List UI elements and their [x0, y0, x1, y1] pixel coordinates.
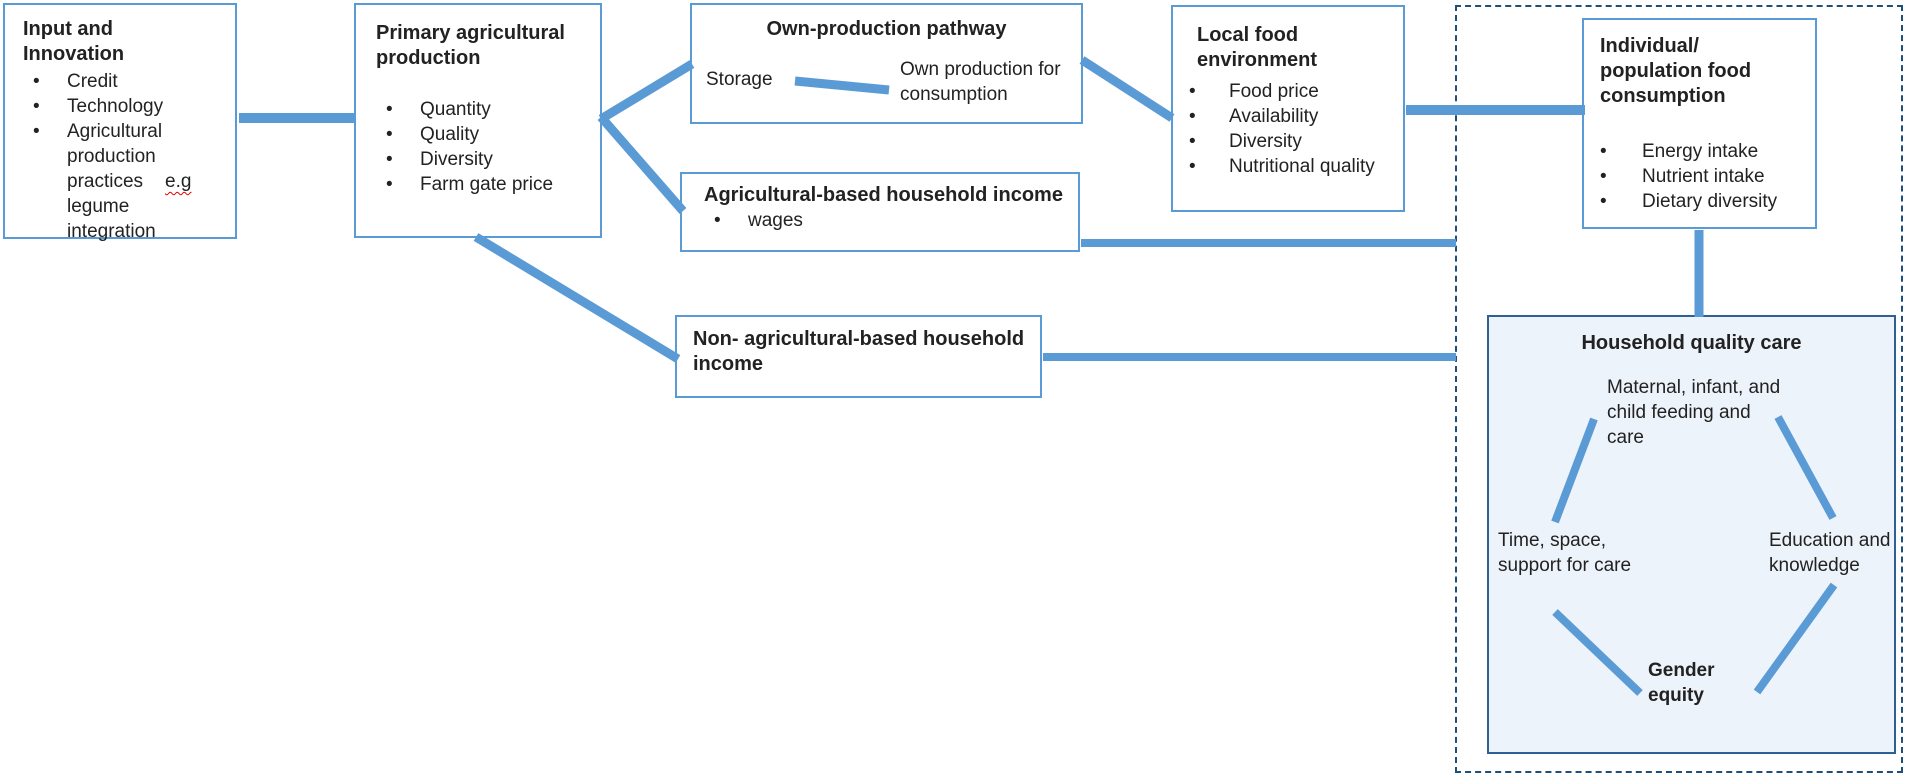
list-item: Nutritional quality — [1187, 154, 1395, 179]
individual-consumption-list: Energy intake Nutrient intake Dietary di… — [1600, 139, 1805, 214]
box-non-agricultural-income-title: Non- agricultural-based household income — [693, 328, 1025, 375]
box-input-innovation: Input and Innovation Credit Technology A… — [3, 3, 237, 242]
box-agricultural-income-title: Agricultural-based household income — [704, 184, 1063, 206]
list-item: Availability — [1187, 104, 1395, 129]
connector-primary-to-own-production — [598, 60, 695, 123]
list-item: Credit — [23, 69, 215, 94]
list-item: Diversity — [1187, 129, 1395, 154]
box-local-food-title: Local food environment — [1197, 24, 1318, 71]
list-item: Technology — [23, 94, 215, 119]
list-item: Farm gate price — [376, 172, 586, 197]
box-individual-title: Individual/ population food consumption — [1600, 35, 1752, 107]
box-local-food-environment: Local food environment Food price Availa… — [1171, 5, 1405, 212]
box-primary-agricultural-production: Primary agricultural production Quantity… — [354, 3, 602, 238]
list-item: Quantity — [376, 97, 586, 122]
dashed-boundary-region — [1455, 5, 1903, 773]
spellchecked-eg-text: e.g — [165, 171, 192, 192]
list-item: Energy intake — [1600, 139, 1805, 164]
list-item: wages — [704, 208, 1064, 233]
practices-tail-text: legume integration — [67, 196, 156, 242]
list-item: Food price — [1187, 79, 1395, 104]
box-individual-food-consumption: Individual/ population food consumption … — [1582, 18, 1817, 229]
primary-production-list: Quantity Quality Diversity Farm gate pri… — [376, 97, 586, 197]
box-agricultural-income: Agricultural-based household income wage… — [680, 172, 1080, 252]
own-consumption-label: Own production for consumption — [900, 59, 1061, 105]
box-primary-title: Primary agricultural production — [376, 22, 565, 69]
box-own-production-title: Own-production pathway — [766, 18, 1007, 40]
list-item: Nutrient intake — [1600, 164, 1805, 189]
care-node-gender-equity: Gender equity — [1648, 660, 1715, 706]
box-input-innovation-title: Input and Innovation — [23, 18, 125, 65]
box-household-care-title: Household quality care — [1581, 332, 1802, 354]
list-item: Quality — [376, 122, 586, 147]
care-node-education-knowledge: Education and knowledge — [1769, 530, 1891, 576]
practices-text: Agricultural production practices — [67, 121, 163, 192]
list-item: Dietary diversity — [1600, 189, 1805, 214]
local-food-list: Food price Availability Diversity Nutrit… — [1187, 79, 1395, 179]
connector-primary-to-agri-income — [597, 114, 687, 214]
input-innovation-list: Credit Technology Agricultural productio… — [23, 69, 215, 244]
storage-label: Storage — [706, 69, 773, 90]
list-item: Diversity — [376, 147, 586, 172]
care-node-time-space-support: Time, space, support for care — [1498, 530, 1632, 576]
care-node-maternal-feeding: Maternal, infant, and child feeding and … — [1607, 377, 1781, 448]
box-non-agricultural-income: Non- agricultural-based household income — [675, 315, 1042, 398]
connector-primary-to-non-agri-income — [473, 233, 681, 363]
box-household-quality-care: Household quality care Maternal, infant,… — [1487, 315, 1896, 754]
connector-own-production-to-local-food — [1079, 56, 1175, 122]
box-own-production-pathway: Own-production pathway Storage Own produ… — [690, 3, 1083, 124]
agricultural-income-list: wages — [704, 208, 1064, 233]
